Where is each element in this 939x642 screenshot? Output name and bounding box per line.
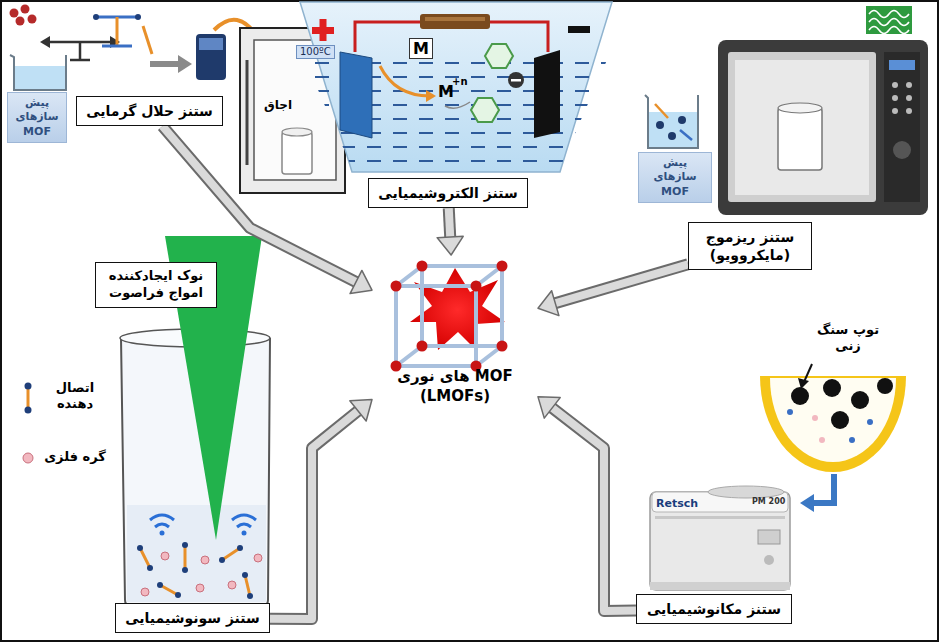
method-box: ستنز حلال گرمایی — [76, 96, 223, 126]
node-text: ستنز ریزموج (مایکروویو) — [697, 228, 803, 264]
connector-arrow — [538, 264, 688, 315]
label: +n — [452, 76, 468, 88]
label: 100ºC — [296, 45, 335, 59]
connector-arrow — [437, 208, 463, 255]
node-text: پیش سازهای MOF — [10, 96, 64, 139]
node-text: ستنز حلال گرمایی — [85, 102, 214, 120]
label: PM 200 — [752, 497, 785, 507]
label: اجاق — [258, 98, 298, 112]
sonochemical-illustration — [23, 236, 270, 606]
node-text: MOF های نوری (LMOFs) — [395, 367, 515, 406]
node-text: نوک ایجادکننده امواج فراصوت — [104, 268, 208, 302]
electrochemical-cell — [300, 2, 612, 172]
node-text: ستنز الکتروشیمیایی — [377, 184, 519, 202]
node-text: پیش سازهای MOF — [641, 156, 709, 199]
connector-arrow — [538, 397, 636, 611]
label: M — [409, 38, 433, 59]
product-node: MOF های نوری (LMOFs) — [372, 255, 538, 410]
connector-arrow — [270, 400, 372, 619]
mechanochemical-illustration — [650, 364, 906, 590]
node-text: ستنز سونوشیمیایی — [124, 609, 261, 627]
mof-cube — [391, 261, 508, 372]
method-box: ستنز ریزموج (مایکروویو) — [688, 222, 812, 270]
method-box: ستنز الکتروشیمیایی — [368, 178, 528, 208]
node-text: ستنز مکانوشیمیایی — [645, 600, 783, 618]
label: M — [438, 82, 454, 101]
method-box: ستنز مکانوشیمیایی — [636, 594, 792, 624]
label: اتصال دهنده — [38, 380, 112, 411]
label: Retsch — [656, 497, 698, 510]
label: توپ سنگ زنی — [806, 322, 890, 353]
part-box: نوک ایجادکننده امواج فراصوت — [95, 262, 217, 308]
precursor-box: پیش سازهای MOF — [638, 152, 712, 203]
label: گره فلزی — [38, 449, 112, 465]
method-box: ستنز سونوشیمیایی — [115, 603, 270, 633]
precursor-box: پیش سازهای MOF — [7, 92, 67, 143]
